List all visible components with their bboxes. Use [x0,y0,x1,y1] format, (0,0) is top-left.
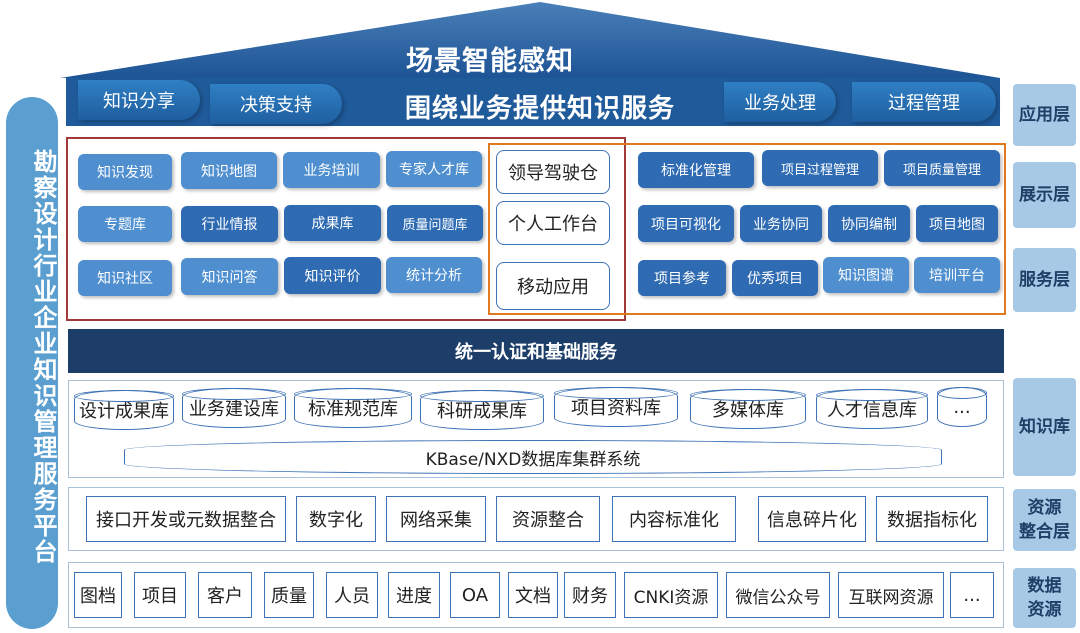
db-label: 多媒体库 [712,400,784,421]
integration-resource-merge[interactable]: 资源整合 [496,496,600,542]
tile-topic-library[interactable]: 专题库 [78,206,172,242]
integration-interface-metadata[interactable]: 接口开发或元数据整合 [86,496,286,542]
source-drawings[interactable]: 图档 [74,572,122,618]
db-label: 人才信息库 [827,400,917,421]
tile-personal-workbench[interactable]: 个人工作台 [496,201,610,245]
source-progress[interactable]: 进度 [388,572,440,618]
db-research-results[interactable]: 科研成果库 [420,390,544,430]
app-pill-business-process[interactable]: 业务处理 [724,82,836,122]
tile-knowledge-map[interactable]: 知识地图 [181,152,277,189]
db-more[interactable]: ... [937,387,987,427]
tile-knowledge-graph[interactable]: 知识图谱 [823,257,909,293]
db-label: 设计成果库 [79,401,169,422]
source-documents[interactable]: 文档 [508,572,558,618]
source-internet[interactable]: 互联网资源 [838,572,944,618]
db-talent-info[interactable]: 人才信息库 [816,389,928,429]
source-projects[interactable]: 项目 [134,572,186,618]
db-label: 标准规范库 [308,399,398,420]
right-service-frame [488,143,1006,315]
layer-label-data-source: 数据 资源 [1013,568,1076,628]
integration-digitization[interactable]: 数字化 [296,496,376,542]
layer-label-service: 服务层 [1013,248,1076,312]
source-customers[interactable]: 客户 [198,572,252,618]
app-pill-decision-support[interactable]: 决策支持 [210,84,342,124]
db-design-results[interactable]: 设计成果库 [74,390,174,430]
tile-project-reference[interactable]: 项目参考 [638,260,726,296]
auth-base-services-bar: 统一认证和基础服务 [68,329,1004,373]
integration-fragmentation[interactable]: 信息碎片化 [758,496,866,542]
db-label: 业务建设库 [189,399,279,420]
layer-label-application: 应用层 [1013,84,1076,146]
db-standards[interactable]: 标准规范库 [294,388,412,428]
source-quality[interactable]: 质量 [264,572,314,618]
db-label: 科研成果库 [437,401,527,422]
tile-leader-cockpit[interactable]: 领导驾驶仓 [496,150,610,194]
layer-label-integration: 资源 整合层 [1013,489,1076,551]
db-label: ... [953,396,971,418]
source-cnki[interactable]: CNKI资源 [624,572,718,618]
tile-project-process[interactable]: 项目过程管理 [762,150,878,186]
db-label: 项目资料库 [571,398,661,419]
tile-training-platform[interactable]: 培训平台 [914,257,1000,293]
source-wechat[interactable]: 微信公众号 [726,572,830,618]
integration-web-crawl[interactable]: 网络采集 [386,496,486,542]
kbase-cluster: KBase/NXD数据库集群系统 [124,440,942,474]
integration-content-standardize[interactable]: 内容标准化 [612,496,736,542]
tile-quality-issues[interactable]: 质量问题库 [387,205,483,241]
integration-indexing[interactable]: 数据指标化 [876,496,988,542]
platform-title: 勘察设计行业企业知识管理服务平台 [6,97,58,629]
source-finance[interactable]: 财务 [564,572,616,618]
layer-label-knowledge: 知识库 [1013,378,1076,476]
tile-industry-intel[interactable]: 行业情报 [181,206,278,242]
tile-knowledge-discovery[interactable]: 知识发现 [78,154,172,190]
roof-title: 场景智能感知 [406,45,574,77]
tile-results-library[interactable]: 成果库 [284,205,381,241]
tile-mobile-app[interactable]: 移动应用 [496,262,610,310]
source-more[interactable]: ... [950,572,994,618]
source-oa[interactable]: OA [450,572,500,618]
tile-project-map[interactable]: 项目地图 [916,205,998,242]
tile-project-visualization[interactable]: 项目可视化 [638,205,734,242]
layer-label-presentation: 展示层 [1013,162,1076,228]
tile-statistics[interactable]: 统计分析 [386,257,482,293]
tile-excellent-projects[interactable]: 优秀项目 [732,260,818,296]
tile-knowledge-qa[interactable]: 知识问答 [181,258,278,295]
db-business-construction[interactable]: 业务建设库 [182,388,286,428]
tile-knowledge-community[interactable]: 知识社区 [78,260,172,296]
tile-business-training[interactable]: 业务培训 [283,152,380,188]
tile-collab-editing[interactable]: 协同编制 [828,205,910,242]
tile-expert-talent[interactable]: 专家人才库 [386,151,482,187]
source-personnel[interactable]: 人员 [326,572,378,618]
tile-project-quality[interactable]: 项目质量管理 [884,150,1000,186]
db-multimedia[interactable]: 多媒体库 [690,389,806,429]
tile-standardization[interactable]: 标准化管理 [638,152,754,188]
tile-business-collab[interactable]: 业务协同 [740,205,822,242]
app-pill-process-management[interactable]: 过程管理 [852,82,996,122]
app-pill-knowledge-share[interactable]: 知识分享 [78,80,200,120]
app-layer-title: 围绕业务提供知识服务 [404,93,675,124]
tile-knowledge-rating[interactable]: 知识评价 [284,257,381,294]
left-service-frame [66,137,626,321]
db-project-docs[interactable]: 项目资料库 [554,387,678,427]
